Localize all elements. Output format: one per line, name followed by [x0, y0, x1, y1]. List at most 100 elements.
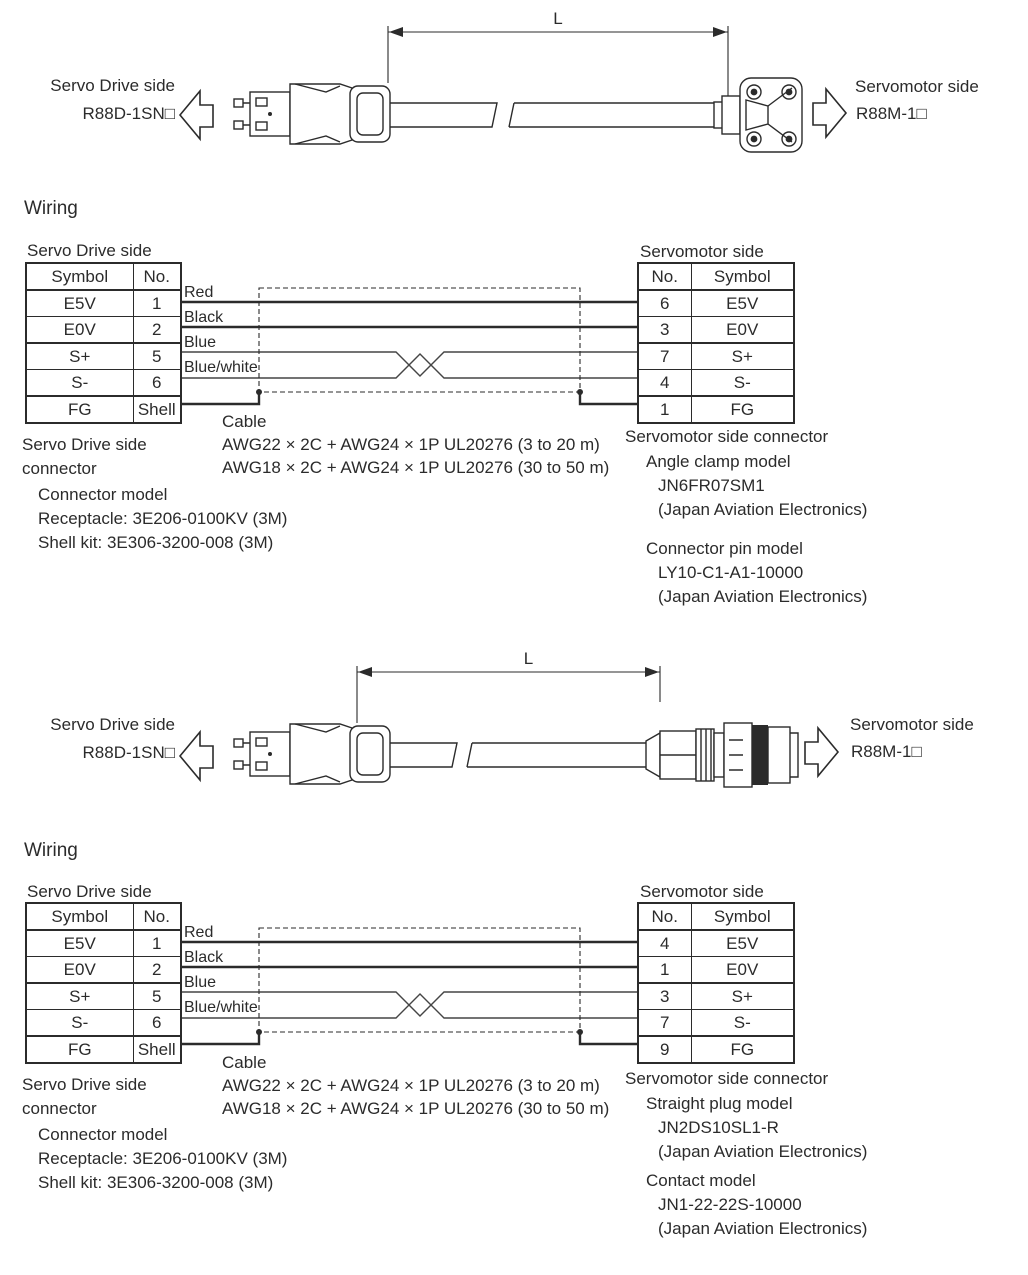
motor-connector-heading: Servomotor side connector [625, 427, 829, 446]
column-header: No. [637, 262, 692, 291]
table-cell: 2 [132, 956, 182, 984]
dimension-label: L [553, 9, 563, 28]
figure2-cable-drawing [179, 666, 839, 788]
table-cell: 5 [132, 982, 182, 1010]
column-header: Symbol [25, 262, 134, 291]
connector-group-title: Straight plug model [646, 1094, 793, 1113]
table-cell: S- [25, 369, 134, 397]
receptacle-model: Receptacle: 3E206-0100KV (3M) [38, 1149, 288, 1168]
table-cell: 7 [637, 1009, 692, 1037]
connector-maker: (Japan Aviation Electronics) [658, 587, 868, 606]
servo-drive-connector-drawing [233, 723, 391, 785]
figure1-right-model-label: R88M-1□ [856, 104, 927, 123]
column-header: No. [132, 902, 182, 931]
connector-model-number: LY10-C1-A1-10000 [658, 563, 804, 582]
left-block-arrow-icon [179, 90, 214, 140]
wire-label-blue: Blue [184, 974, 217, 991]
motor-table-caption: Servomotor side [640, 882, 764, 901]
cable-spec-line: AWG22 × 2C + AWG24 × 1P UL20276 (3 to 20… [222, 1076, 600, 1095]
drive-connector-label: Servo Drive side [22, 1075, 147, 1094]
connector-model-number: JN1-22-22S-10000 [658, 1195, 802, 1214]
table-cell: Shell [132, 1035, 182, 1064]
connector-maker: (Japan Aviation Electronics) [658, 1142, 868, 1161]
angle-clamp-connector-drawing [713, 77, 803, 153]
connector-group-title: Contact model [646, 1171, 756, 1190]
wire-harness-drawing [178, 286, 639, 406]
table-cell: 6 [132, 369, 182, 397]
dimension-label: L [523, 649, 534, 668]
column-header: Symbol [690, 262, 795, 291]
figure1-cable-drawing [179, 26, 847, 153]
figure2-right-side-label: Servomotor side [850, 715, 974, 734]
table-cell: E0V [690, 956, 795, 984]
table-cell: S+ [690, 982, 795, 1010]
table-cell: 3 [637, 982, 692, 1010]
drive-table-caption: Servo Drive side [27, 241, 152, 260]
shell-kit-model: Shell kit: 3E306-3200-008 (3M) [38, 1173, 274, 1192]
table-cell: S+ [25, 342, 134, 370]
table-cell: E0V [25, 956, 134, 984]
table-cell: S+ [25, 982, 134, 1010]
cable-label: Cable [222, 1053, 267, 1072]
table-cell: 4 [637, 929, 692, 957]
cable-spec-line: AWG18 × 2C + AWG24 × 1P UL20276 (30 to 5… [222, 458, 610, 477]
wire-label-blue-white: Blue/white [184, 359, 258, 376]
table-cell: FG [690, 1035, 795, 1064]
wire-label-red: Red [184, 284, 214, 301]
figure1-left-model-label: R88D-1SN□ [82, 104, 175, 123]
connector-group-title: Angle clamp model [646, 452, 791, 471]
table-cell: E5V [25, 929, 134, 957]
receptacle-model: Receptacle: 3E206-0100KV (3M) [38, 509, 288, 528]
table-header-row: No. Symbol [637, 262, 795, 291]
table-cell: E5V [690, 929, 795, 957]
dimension-line [387, 26, 729, 97]
table-cell: 1 [132, 289, 182, 317]
table-cell: S- [690, 369, 795, 397]
table-row: S+5 [25, 982, 182, 1010]
table-cell: FG [25, 1035, 134, 1064]
motor-table-caption: Servomotor side [640, 242, 764, 261]
table-cell: 6 [637, 289, 692, 317]
table-cell: 1 [132, 929, 182, 957]
connector-model-heading: Connector model [38, 1125, 168, 1144]
drive-table-caption: Servo Drive side [27, 882, 152, 901]
table-cell: S- [690, 1009, 795, 1037]
shell-kit-model: Shell kit: 3E306-3200-008 (3M) [38, 533, 274, 552]
column-header: No. [132, 262, 182, 291]
wiring-heading: Wiring [24, 840, 78, 861]
table-cell: FG [690, 395, 795, 424]
right-block-arrow-icon [812, 88, 847, 138]
dimension-line [356, 666, 661, 723]
table-cell: FG [25, 395, 134, 424]
drive-connector-label: Servo Drive side [22, 435, 147, 454]
cable-spec-line: AWG18 × 2C + AWG24 × 1P UL20276 (30 to 5… [222, 1099, 610, 1118]
figure2-left-model-label: R88D-1SN□ [82, 743, 175, 762]
table-cell: Shell [132, 395, 182, 424]
figure1-left-side-label: Servo Drive side [50, 76, 175, 95]
connector-maker: (Japan Aviation Electronics) [658, 1219, 868, 1238]
table-cell: 3 [637, 316, 692, 344]
connector-group-title: Connector pin model [646, 539, 803, 558]
column-header: Symbol [25, 902, 134, 931]
table-cell: E5V [25, 289, 134, 317]
column-header: Symbol [690, 902, 795, 931]
right-block-arrow-icon [804, 727, 839, 777]
cable-drawing [390, 742, 648, 768]
connector-model-heading: Connector model [38, 485, 168, 504]
